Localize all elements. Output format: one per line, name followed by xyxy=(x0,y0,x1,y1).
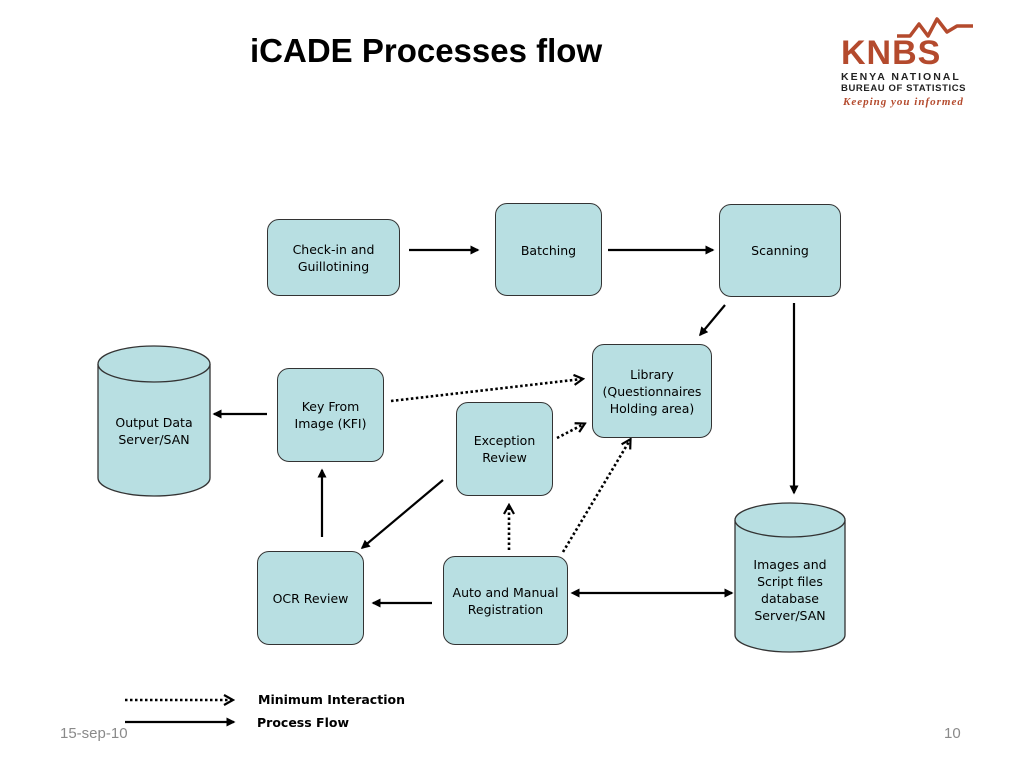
knbs-logo: KNBS KENYA NATIONAL BUREAU OF STATISTICS… xyxy=(835,14,985,114)
svg-text:KNBS: KNBS xyxy=(841,34,941,72)
images-db-cylinder xyxy=(734,502,846,653)
dotted-kfi-to-library xyxy=(390,379,582,403)
arrow-scanning-to-library xyxy=(699,304,726,337)
slide-date: 15-sep-10 xyxy=(60,725,128,742)
node-key-from-image: Key From Image (KFI) xyxy=(277,368,384,462)
logo-tagline: Keeping you informed xyxy=(843,96,964,108)
node-exception-review: Exception Review xyxy=(456,402,553,496)
node-auto-manual-registration: Auto and Manual Registration xyxy=(443,556,568,645)
node-ocr-review: OCR Review xyxy=(257,551,364,645)
output-db-label: Output Data Server/SAN xyxy=(115,415,193,447)
node-checkin-guillotining: Check-in and Guillotining xyxy=(267,219,400,296)
images-db-label: Images and Script files database Server/… xyxy=(753,557,827,623)
dotted-registration-to-library xyxy=(561,440,630,553)
node-library: Library (Questionnaires Holding area) xyxy=(592,344,712,438)
slide-page-number: 10 xyxy=(944,725,961,742)
node-scanning: Scanning xyxy=(719,204,841,297)
knbs-logo-graphic: KNBS xyxy=(841,17,973,72)
arrow-exception-to-ocr xyxy=(360,479,444,549)
logo-line-2: BUREAU OF STATISTICS xyxy=(841,83,967,94)
logo-line-1: KENYA NATIONAL xyxy=(841,71,961,83)
slide-title: iCADE Processes flow xyxy=(250,32,603,69)
legend-process-flow: Process Flow xyxy=(257,715,349,730)
output-db-cylinder xyxy=(97,345,211,497)
legend-minimum-interaction: Minimum Interaction xyxy=(258,692,405,707)
dotted-exception-to-library xyxy=(556,424,584,440)
node-batching: Batching xyxy=(495,203,602,296)
